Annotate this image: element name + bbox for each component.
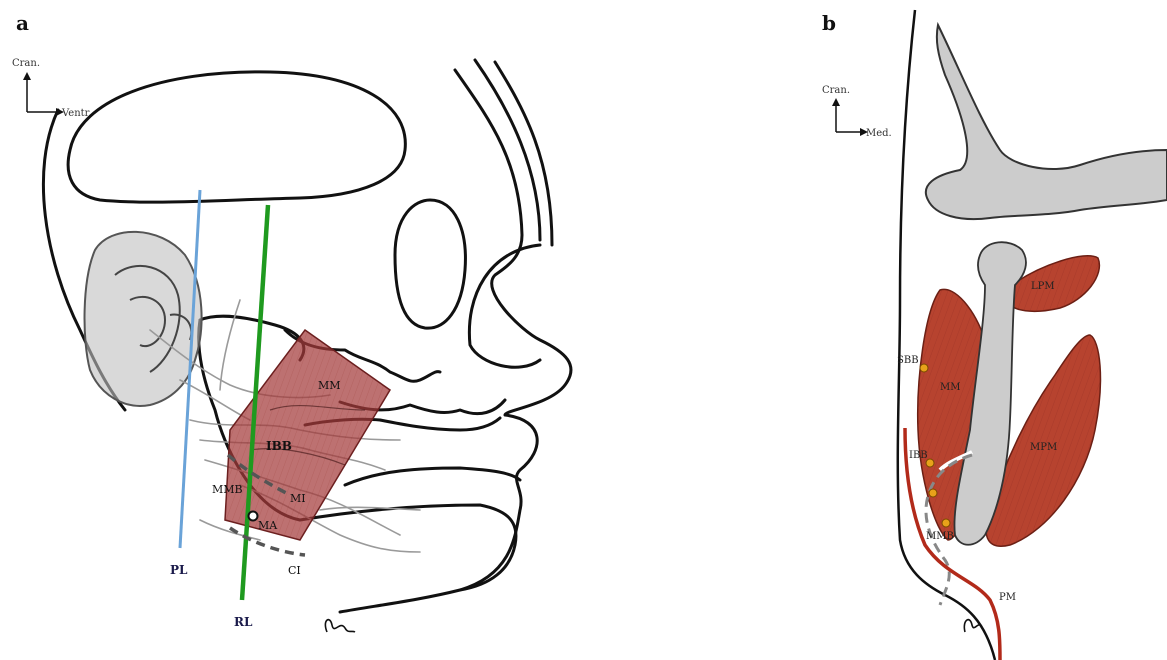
medial-label: Med. [866, 128, 892, 139]
label-ci: CI [288, 564, 301, 577]
label-ibb-a: IBB [266, 439, 292, 453]
label-pl: PL [170, 563, 188, 577]
skull-base-bone [926, 25, 1167, 219]
panel-b-orientation: Cran. Med. [822, 85, 892, 139]
signature-a [325, 620, 355, 632]
ma-point [249, 512, 258, 521]
label-mmb-a: MMB [212, 483, 243, 496]
label-mi: MI [290, 492, 306, 505]
label-mm-a: MM [318, 379, 341, 392]
panel-a: a Cran. Ventr. [12, 11, 571, 632]
label-mm-b: MM [940, 382, 960, 393]
label-pm: PM [999, 592, 1016, 603]
cranial-label: Cran. [12, 58, 40, 69]
label-mmb-b: MMB [926, 531, 954, 542]
label-sbb: SBB [897, 355, 919, 366]
cranial-label-b: Cran. [822, 85, 850, 96]
panel-a-letter: a [16, 11, 29, 35]
label-rl: RL [234, 615, 253, 629]
panel-b-letter: b [822, 11, 836, 35]
label-lpm: LPM [1031, 281, 1055, 292]
ear [85, 232, 202, 406]
label-ibb-b: IBB [909, 450, 928, 461]
label-ma: MA [258, 519, 278, 532]
mmb-point [942, 519, 950, 527]
label-mpm: MPM [1030, 442, 1057, 453]
panel-b: b Cran. Med. [822, 10, 1167, 660]
sbb-point [920, 364, 928, 372]
mid-point [929, 489, 937, 497]
panel-a-orientation: Cran. Ventr. [12, 58, 92, 119]
